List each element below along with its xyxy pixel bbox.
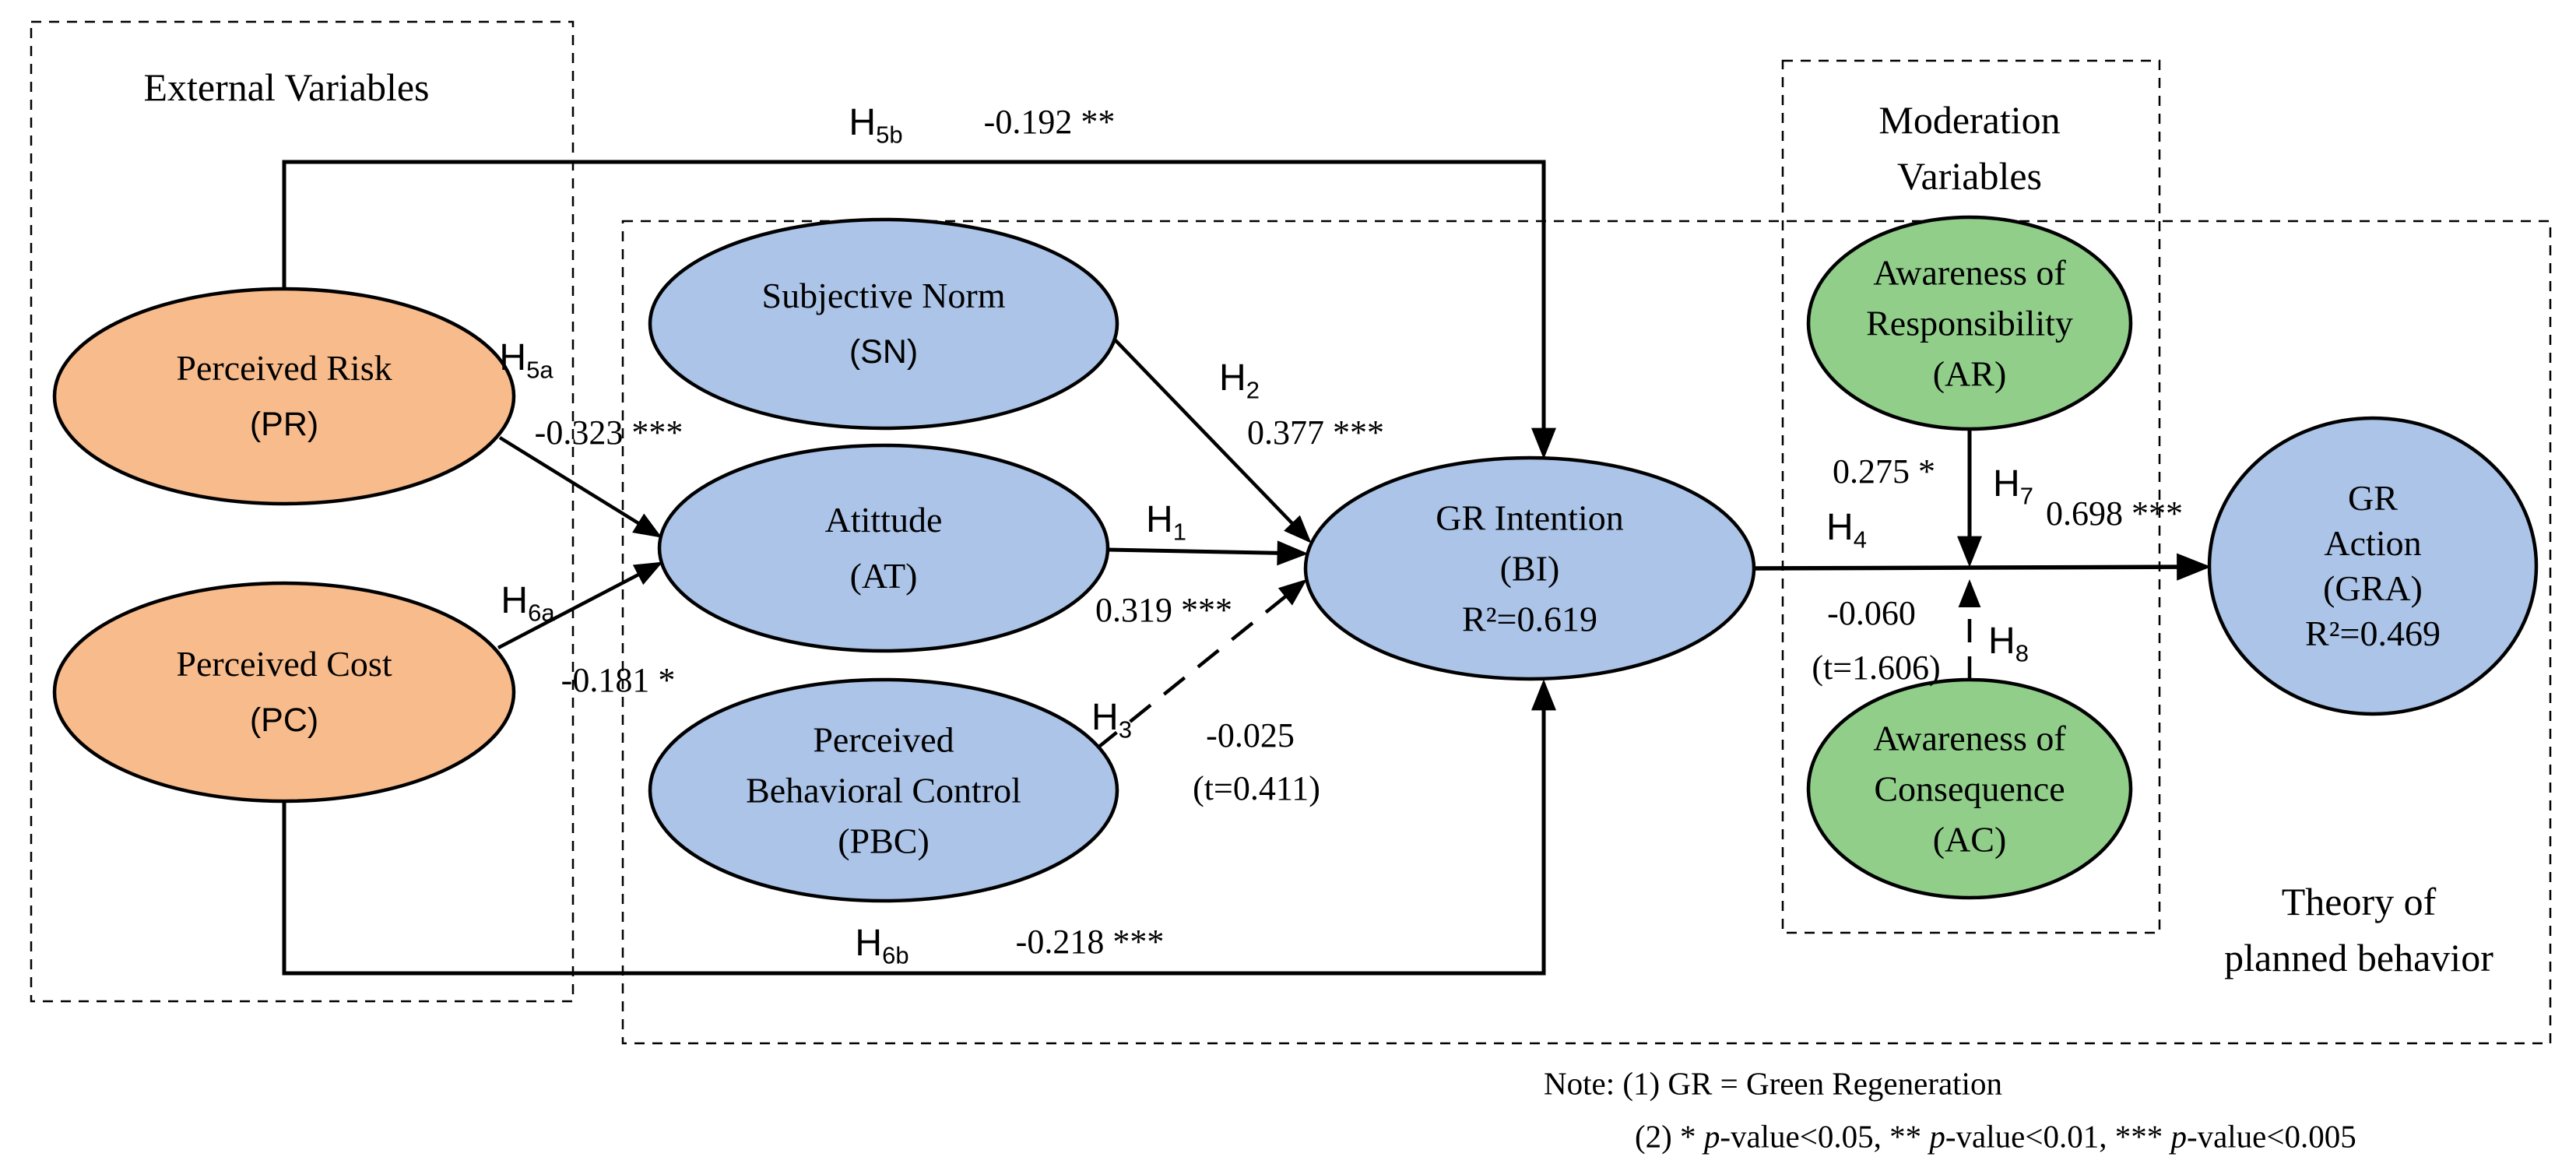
moderation-box-title-line2: Variables xyxy=(1896,154,2043,198)
node-ac-name-line1: Awareness of xyxy=(1873,718,2066,758)
label-h7: H7 xyxy=(1993,463,2033,510)
label-h5b: H5b xyxy=(849,102,903,149)
note-line1: Note: (1) GR = Green Regeneration xyxy=(1544,1065,2002,1102)
moderation-variables-box xyxy=(1781,59,2161,934)
value-h6b: -0.218 *** xyxy=(1015,923,1165,961)
node-pr-ellipse xyxy=(52,287,516,506)
note-line2: (2) * p-value<0.05, ** p-value<0.01, ***… xyxy=(1635,1118,2356,1155)
label-h1: H1 xyxy=(1146,499,1186,546)
label-h4: H4 xyxy=(1826,507,1867,554)
node-bi-ellipse xyxy=(1303,455,1756,681)
node-ar-name-line2: Responsibility xyxy=(1866,303,2073,343)
node-pbc-name-line1: Perceived xyxy=(813,719,954,760)
label-h6a: H6a xyxy=(501,580,555,627)
node-gra-name-line1: GR xyxy=(2348,478,2398,518)
path-h5a-pr-to-at xyxy=(498,436,662,538)
node-sn-code: (SN) xyxy=(849,333,919,371)
node-sn-name: Subjective Norm xyxy=(761,276,1006,315)
moderation-box-title: Moderation Variables xyxy=(1878,92,2060,204)
path-h3-pbc-to-bi-dashed xyxy=(1095,578,1307,751)
node-pc-code: (PC) xyxy=(249,702,319,739)
node-bi-code: (BI) xyxy=(1499,548,1560,589)
node-pr-label: Perceived Risk (PR) xyxy=(176,340,392,452)
label-h2: H2 xyxy=(1219,357,1260,404)
theory-box-title-line2: planned behavior xyxy=(2224,936,2493,979)
path-h1-at-to-bi xyxy=(1107,540,1309,566)
node-pr-code: (PR) xyxy=(249,406,319,443)
node-ac-code: (AC) xyxy=(1932,819,2007,860)
node-bi-label: GR Intention (BI) R²=0.619 xyxy=(1436,493,1623,645)
node-bi-r2: R²=0.619 xyxy=(1462,599,1597,639)
value-h8-t: (t=1.606) xyxy=(1812,649,1941,687)
node-pc-name: Perceived Cost xyxy=(176,644,392,684)
label-h8: H8 xyxy=(1988,621,2029,667)
node-ac-label: Awareness of Consequence (AC) xyxy=(1873,713,2065,865)
label-h6b: H6b xyxy=(855,923,909,969)
node-ar-code: (AR) xyxy=(1932,353,2007,394)
node-pr-name: Perceived Risk xyxy=(176,348,392,388)
node-sn-ellipse xyxy=(648,217,1119,431)
moderation-box-title-line1: Moderation xyxy=(1878,98,2061,142)
external-variables-box xyxy=(30,20,575,1003)
value-h7: 0.275 * xyxy=(1833,452,1935,491)
theory-box-title-line1: Theory of xyxy=(2281,880,2437,923)
path-h6b-pc-to-bi xyxy=(282,679,1557,976)
node-sn-label: Subjective Norm (SN) xyxy=(762,268,1006,380)
node-ac-ellipse xyxy=(1806,677,2133,900)
node-pbc-code: (PBC) xyxy=(838,821,930,861)
value-h6a: -0.181 * xyxy=(561,661,676,699)
value-h5b: -0.192 ** xyxy=(983,103,1116,141)
node-gra-code: (GRA) xyxy=(2323,568,2423,608)
node-at-name: Atittude xyxy=(824,500,943,540)
node-at-label: Atittude (AT) xyxy=(825,492,943,604)
path-h5b-pr-to-bi xyxy=(282,160,1557,459)
value-h2: 0.377 *** xyxy=(1247,413,1384,452)
value-h3: -0.025 xyxy=(1206,716,1295,754)
node-ar-name-line1: Awareness of xyxy=(1873,252,2066,293)
value-h1: 0.319 *** xyxy=(1095,591,1232,629)
node-pbc-ellipse xyxy=(648,677,1119,903)
path-h4-bi-to-gra xyxy=(1753,553,2212,581)
node-at-ellipse xyxy=(657,443,1110,653)
node-gra-name-line2: Action xyxy=(2324,523,2422,563)
path-h6a-pc-to-at xyxy=(497,561,663,649)
node-gra-r2: R²=0.469 xyxy=(2305,614,2441,653)
node-ar-label: Awareness of Responsibility (AR) xyxy=(1866,248,2073,399)
label-h5a: H5a xyxy=(499,337,554,384)
label-h3: H3 xyxy=(1091,697,1132,744)
node-gra-ellipse xyxy=(2207,416,2539,716)
node-pbc-name-line2: Behavioral Control xyxy=(746,770,1021,811)
external-box-title: External Variables xyxy=(143,65,430,109)
path-h2-sn-to-bi xyxy=(1109,333,1312,543)
value-h5a: -0.323 *** xyxy=(534,413,684,452)
theory-of-planned-behavior-box xyxy=(621,220,2552,1045)
node-ar-ellipse xyxy=(1806,215,2133,431)
node-pc-label: Perceived Cost (PC) xyxy=(176,636,392,748)
theory-box-title: Theory of planned behavior xyxy=(2224,874,2493,986)
value-h8: -0.060 xyxy=(1827,594,1916,632)
node-pc-ellipse xyxy=(52,581,516,804)
node-bi-name: GR Intention xyxy=(1436,498,1624,538)
node-pbc-label: Perceived Behavioral Control (PBC) xyxy=(746,715,1021,867)
node-ac-name-line2: Consequence xyxy=(1874,768,2065,809)
value-h4: 0.698 *** xyxy=(2046,494,2183,533)
node-gra-label: GR Action (GRA) R²=0.469 xyxy=(2305,476,2441,656)
value-h3-t: (t=0.411) xyxy=(1193,769,1320,807)
node-at-code: (AT) xyxy=(849,556,918,596)
